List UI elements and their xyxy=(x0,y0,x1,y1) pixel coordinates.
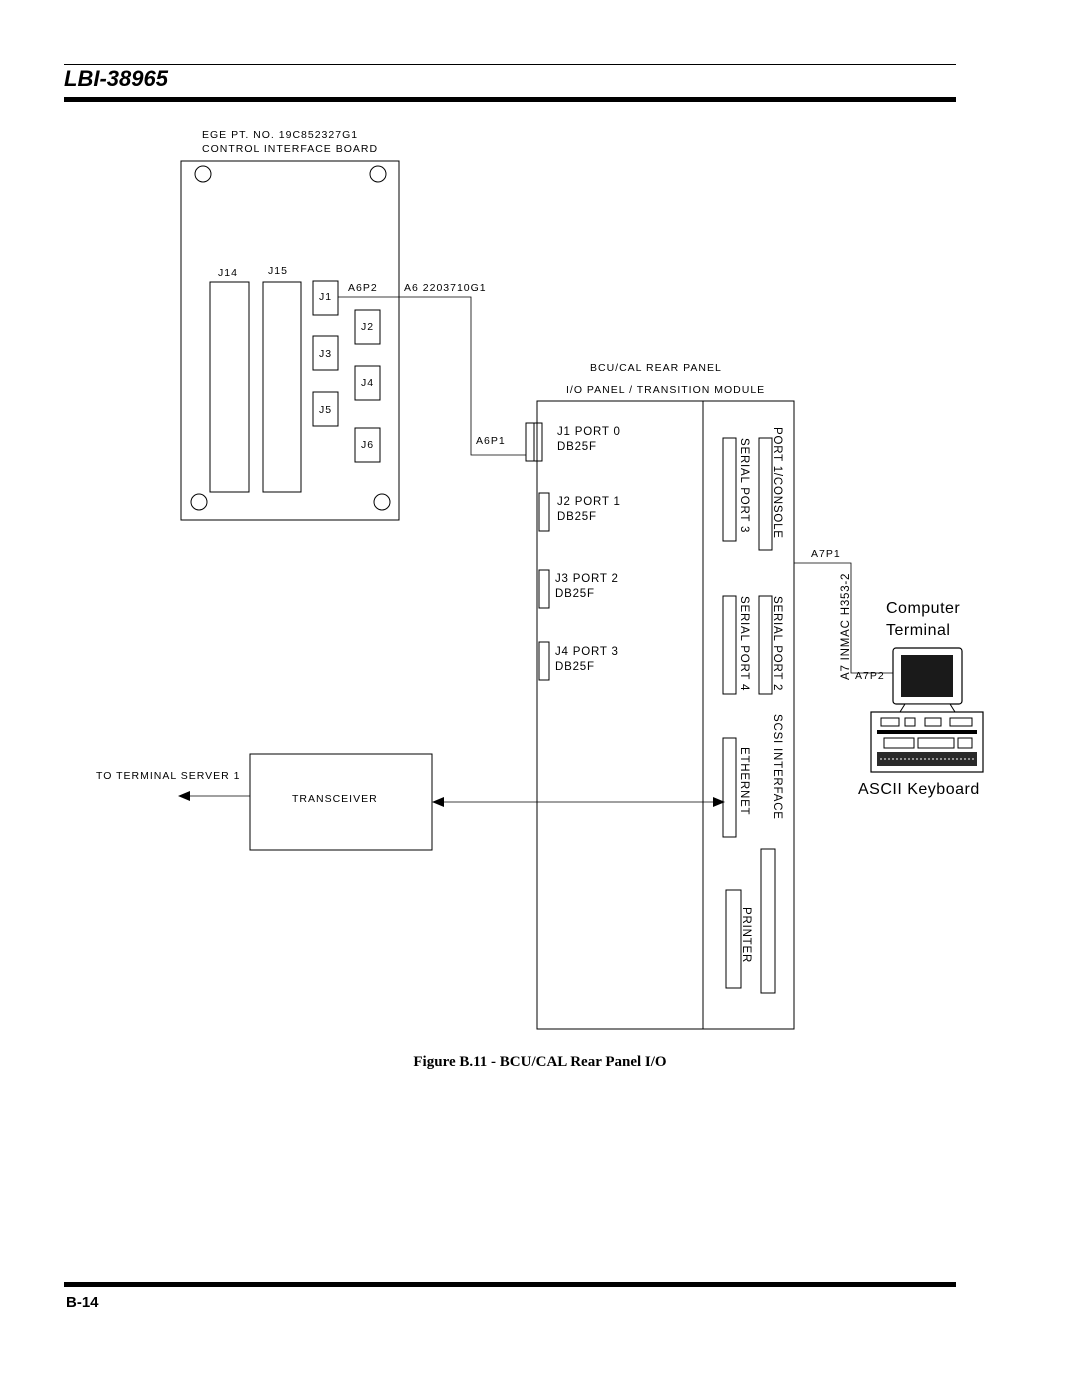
a6-cable xyxy=(338,296,526,456)
a7-cable xyxy=(794,562,893,674)
a6-cable-part: A6 2203710G1 xyxy=(404,282,487,294)
j2-port-connector xyxy=(538,492,550,532)
j14-connector xyxy=(209,281,250,493)
j1-port-name: J1 PORT 0 xyxy=(557,426,621,438)
ethernet-connector xyxy=(722,737,737,838)
a7p1-label: A7P1 xyxy=(811,548,841,560)
j5-label: J5 xyxy=(319,404,332,416)
board-name: CONTROL INTERFACE BOARD xyxy=(202,143,378,155)
computer-terminal-icon xyxy=(870,647,984,773)
j1-port-type: DB25F xyxy=(557,441,597,453)
ascii-keyboard-label: ASCII Keyboard xyxy=(858,781,980,798)
serial-port3-connector xyxy=(722,437,737,542)
j6-label: J6 xyxy=(361,439,374,451)
ethernet-arrowhead-left xyxy=(432,797,444,807)
printer-connector xyxy=(725,889,742,989)
j2-port-type: DB25F xyxy=(557,511,597,523)
j1-label: J1 xyxy=(319,291,332,303)
a7p2-label: A7P2 xyxy=(855,670,885,682)
transceiver-label: TRANSCEIVER xyxy=(292,793,378,805)
j3-port-type: DB25F xyxy=(555,588,595,600)
mounting-hole xyxy=(369,165,387,183)
j4-port-connector xyxy=(538,641,550,681)
j2-connector xyxy=(354,309,381,345)
mounting-hole xyxy=(373,493,391,511)
j3-connector xyxy=(312,335,339,371)
ethernet-label: ETHERNET xyxy=(738,747,750,815)
serial-port4-connector xyxy=(722,595,737,695)
rear-panel-title: BCU/CAL REAR PANEL xyxy=(590,362,722,374)
j2-port-name: J2 PORT 1 xyxy=(557,496,621,508)
control-board-outline xyxy=(180,160,400,521)
j3-label: J3 xyxy=(319,348,332,360)
board-part-number: EGE PT. NO. 19C852327G1 xyxy=(202,129,358,141)
j15-label: J15 xyxy=(268,265,288,277)
rear-panel-outline xyxy=(536,400,795,1030)
j15-connector xyxy=(262,281,302,493)
printer-label: PRINTER xyxy=(740,907,752,963)
terminal-server-label: TO TERMINAL SERVER 1 xyxy=(96,770,240,782)
mounting-hole xyxy=(194,165,212,183)
j6-connector xyxy=(354,427,381,463)
j3-port-name: J3 PORT 2 xyxy=(555,573,619,585)
a7-cable-label: A7 INMAC H353-2 xyxy=(840,573,852,680)
j4-connector xyxy=(354,365,381,401)
header-rule-thin xyxy=(64,64,956,65)
scsi-interface-label: SCSI INTERFACE xyxy=(771,714,783,820)
console-connector xyxy=(758,437,773,551)
j4-port-name: J4 PORT 3 xyxy=(555,646,619,658)
rear-panel-subtitle: I/O PANEL / TRANSITION MODULE xyxy=(566,384,765,396)
scsi-connector xyxy=(760,848,776,994)
a6p1-plug xyxy=(525,422,535,462)
serial-port4-label: SERIAL PORT 4 xyxy=(738,596,750,691)
page-number: B-14 xyxy=(66,1294,99,1311)
computer-terminal-label-line1: Computer xyxy=(886,600,960,617)
mounting-hole xyxy=(190,493,208,511)
serial-port3-label: SERIAL PORT 3 xyxy=(738,438,750,533)
header-rule-thick xyxy=(64,97,956,102)
port1-console-label: PORT 1/CONSOLE xyxy=(771,427,783,539)
a6p2-label: A6P2 xyxy=(348,282,378,294)
terminal-server-arrowhead xyxy=(178,791,190,801)
j5-connector xyxy=(312,391,339,427)
a6p1-label: A6P1 xyxy=(476,435,506,447)
j4-label: J4 xyxy=(361,377,374,389)
j3-port-connector xyxy=(538,569,550,609)
figure-caption: Figure B.11 - BCU/CAL Rear Panel I/O xyxy=(413,1054,667,1070)
footer-rule-thick xyxy=(64,1282,956,1287)
j2-label: J2 xyxy=(361,321,374,333)
j4-port-type: DB25F xyxy=(555,661,595,673)
j1-connector xyxy=(312,280,339,316)
serial-port2-connector xyxy=(758,595,773,695)
ethernet-arrowhead-right xyxy=(713,797,725,807)
serial-port2-label: SERIAL PORT 2 xyxy=(771,596,783,691)
document-id: LBI-38965 xyxy=(64,66,168,91)
j14-label: J14 xyxy=(218,267,238,279)
a6p1-plug-body xyxy=(533,422,543,462)
computer-terminal-label-line2: Terminal xyxy=(886,622,950,639)
